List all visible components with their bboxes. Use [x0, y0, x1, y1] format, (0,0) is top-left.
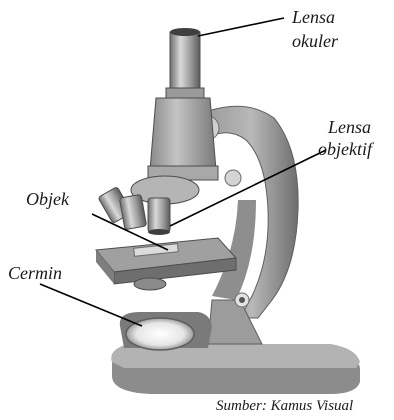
label-objective-line1: Lensa	[328, 116, 371, 138]
label-objective-line2: objektif	[318, 138, 372, 160]
label-eyepiece-line1: Lensa	[292, 6, 335, 28]
stage	[96, 238, 236, 290]
body-tube	[148, 98, 218, 180]
label-object: Objek	[26, 188, 69, 210]
microscope-base	[111, 344, 360, 394]
source-caption: Sumber: Kamus Visual	[216, 398, 353, 415]
mirror	[120, 312, 212, 350]
label-eyepiece-line2: okuler	[292, 30, 338, 52]
pointer-mirror	[40, 284, 142, 326]
pointer-eyepiece	[198, 18, 284, 36]
microscope-arm	[205, 106, 298, 344]
nosepiece-objectives	[98, 176, 199, 235]
eyepiece	[166, 28, 204, 98]
label-mirror: Cermin	[8, 262, 62, 284]
